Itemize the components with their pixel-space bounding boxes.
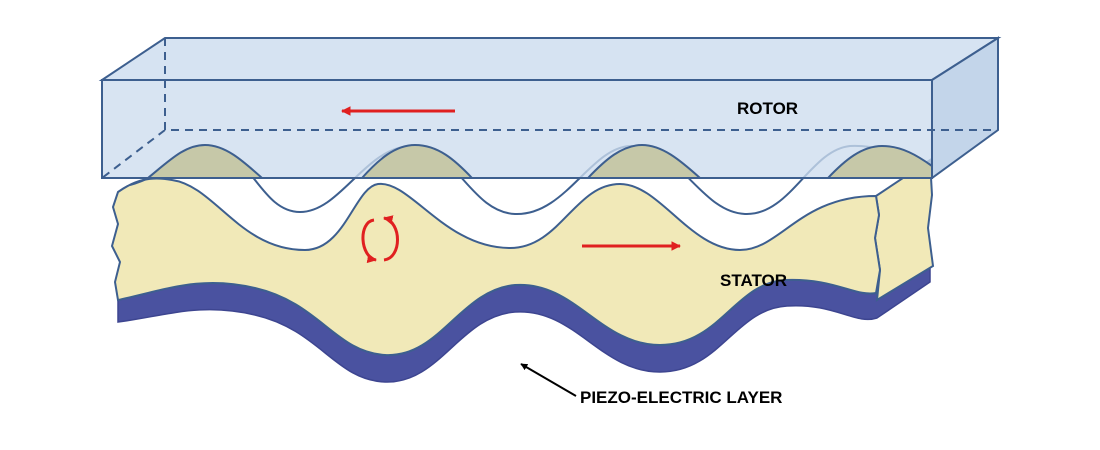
rotor-top-face bbox=[98, 37, 1002, 81]
wave-peak-2 bbox=[359, 143, 475, 179]
wave-peak-3 bbox=[585, 143, 703, 179]
piezo-electric-layer-label: PIEZO-ELECTRIC LAYER bbox=[580, 388, 783, 407]
stator-label: STATOR bbox=[720, 271, 788, 290]
rotor-label: ROTOR bbox=[737, 99, 799, 118]
piezo-pointer-arrow bbox=[520, 363, 577, 397]
elliptical-motion-icon bbox=[361, 215, 399, 264]
stator-body bbox=[110, 177, 882, 357]
wave-peak-1 bbox=[145, 143, 265, 179]
rotor-hidden-edges bbox=[101, 38, 998, 179]
wave-peak-4 bbox=[825, 144, 933, 179]
